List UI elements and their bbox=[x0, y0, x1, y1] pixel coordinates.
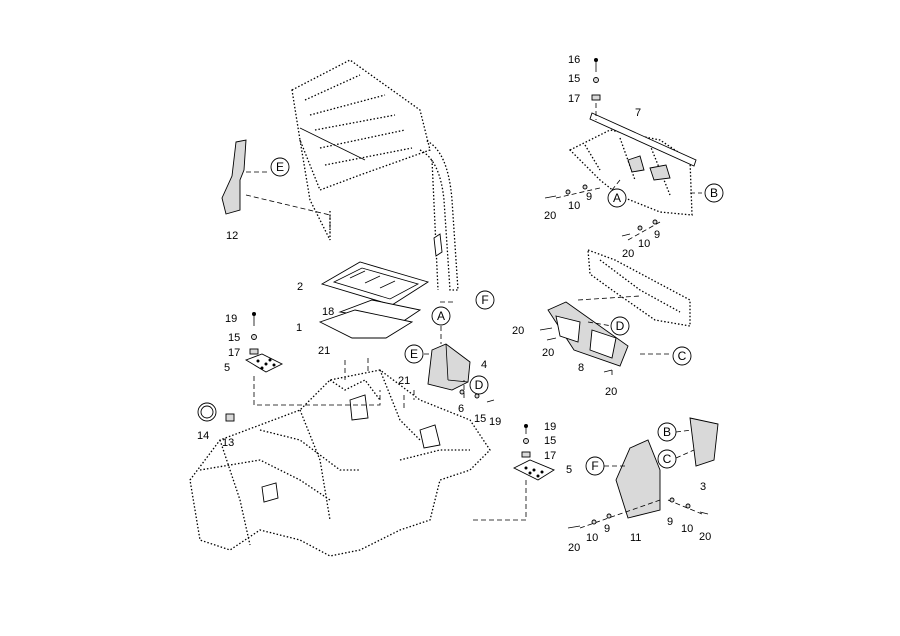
part-label: 17 bbox=[544, 450, 556, 462]
callout-A-center: A bbox=[431, 306, 451, 326]
callout-F-top: F bbox=[475, 290, 495, 310]
part-label: 10 bbox=[638, 238, 650, 250]
callout-letter: A bbox=[613, 191, 621, 205]
part-label: 20 bbox=[568, 542, 580, 554]
part-label: 4 bbox=[481, 359, 487, 371]
part-label: 17 bbox=[228, 347, 240, 359]
part-label: 21 bbox=[398, 375, 410, 387]
pad-5-left bbox=[244, 353, 284, 373]
screws-right bbox=[539, 184, 709, 529]
part-label: 9 bbox=[667, 516, 673, 528]
rear-panel bbox=[587, 249, 691, 327]
part-label: 5 bbox=[566, 464, 572, 476]
side-panel-12 bbox=[221, 139, 331, 232]
part-label: 15 bbox=[228, 332, 240, 344]
part-label: 20 bbox=[699, 531, 711, 543]
callout-letter: C bbox=[678, 349, 687, 363]
grommet-14 bbox=[197, 402, 217, 422]
floor-plate-1 bbox=[318, 309, 414, 339]
callout-letter: D bbox=[475, 378, 484, 392]
part-label: 19 bbox=[225, 313, 237, 325]
callout-letter: E bbox=[410, 347, 418, 361]
callout-letter: D bbox=[616, 319, 625, 333]
part-label: 20 bbox=[544, 210, 556, 222]
bolt-stack-top-right bbox=[591, 58, 601, 101]
part-label: 20 bbox=[512, 325, 524, 337]
rops-canopy bbox=[291, 59, 459, 291]
part-label: 19 bbox=[489, 416, 501, 428]
part-label: 16 bbox=[568, 54, 580, 66]
callout-A-right: A bbox=[607, 188, 627, 208]
callout-D-right: D bbox=[610, 316, 630, 336]
part-label: 13 bbox=[222, 437, 234, 449]
part-label: 21 bbox=[318, 345, 330, 357]
part-label: 20 bbox=[605, 386, 617, 398]
part-label: 20 bbox=[622, 248, 634, 260]
fastener-13 bbox=[225, 413, 235, 422]
leader-lines bbox=[253, 103, 703, 529]
grille-8 bbox=[547, 301, 629, 367]
callout-letter: F bbox=[481, 293, 488, 307]
callout-F-bottom: F bbox=[585, 456, 605, 476]
part-label: 18 bbox=[322, 306, 334, 318]
callout-letter: C bbox=[663, 452, 672, 466]
part-label: 19 bbox=[544, 421, 556, 433]
callout-letter: A bbox=[437, 309, 445, 323]
part-label: 3 bbox=[700, 481, 706, 493]
part-label: 9 bbox=[586, 191, 592, 203]
callout-letter: F bbox=[591, 459, 598, 473]
bolt-stack-left bbox=[249, 312, 259, 355]
bracket-4 bbox=[427, 343, 471, 391]
panel-3 bbox=[689, 417, 719, 467]
chassis-frame bbox=[189, 369, 491, 557]
pad-5-right bbox=[512, 459, 555, 481]
part-label: 15 bbox=[544, 435, 556, 447]
part-label: 10 bbox=[681, 523, 693, 535]
callout-B-bottom: B bbox=[657, 422, 677, 442]
part-label: 15 bbox=[474, 413, 486, 425]
bolt-stack-right bbox=[521, 424, 531, 458]
callout-C-bottom: C bbox=[657, 449, 677, 469]
part-label: 7 bbox=[635, 107, 641, 119]
callout-C-right: C bbox=[672, 346, 692, 366]
callout-D-center: D bbox=[469, 375, 489, 395]
callout-E-center: E bbox=[404, 344, 424, 364]
part-number-labels: 16 15 17 7 20 10 9 20 10 9 12 2 18 1 19 … bbox=[197, 54, 711, 554]
callout-letter: E bbox=[276, 160, 284, 174]
part-label: 12 bbox=[226, 230, 238, 242]
callout-letter: B bbox=[710, 186, 718, 200]
callout-E-left: E bbox=[270, 157, 290, 177]
callout-B-top: B bbox=[704, 183, 724, 203]
part-label: 15 bbox=[568, 73, 580, 85]
panel-11 bbox=[615, 439, 661, 519]
part-label: 11 bbox=[630, 532, 641, 544]
fender-housing bbox=[568, 129, 693, 216]
part-label: 10 bbox=[586, 532, 598, 544]
part-label: 9 bbox=[604, 523, 610, 535]
part-label: 20 bbox=[542, 347, 554, 359]
callout-letter: B bbox=[663, 425, 671, 439]
strip-7 bbox=[589, 112, 697, 167]
floor-mat-2 bbox=[320, 261, 430, 306]
part-label: 10 bbox=[568, 200, 580, 212]
part-label: 9 bbox=[654, 229, 660, 241]
part-label: 1 bbox=[296, 322, 302, 334]
part-label: 14 bbox=[197, 430, 209, 442]
part-label: 5 bbox=[224, 362, 230, 374]
part-label: 2 bbox=[297, 281, 303, 293]
part-label: 6 bbox=[458, 403, 464, 415]
part-label: 17 bbox=[568, 93, 580, 105]
part-label: 8 bbox=[578, 362, 584, 374]
